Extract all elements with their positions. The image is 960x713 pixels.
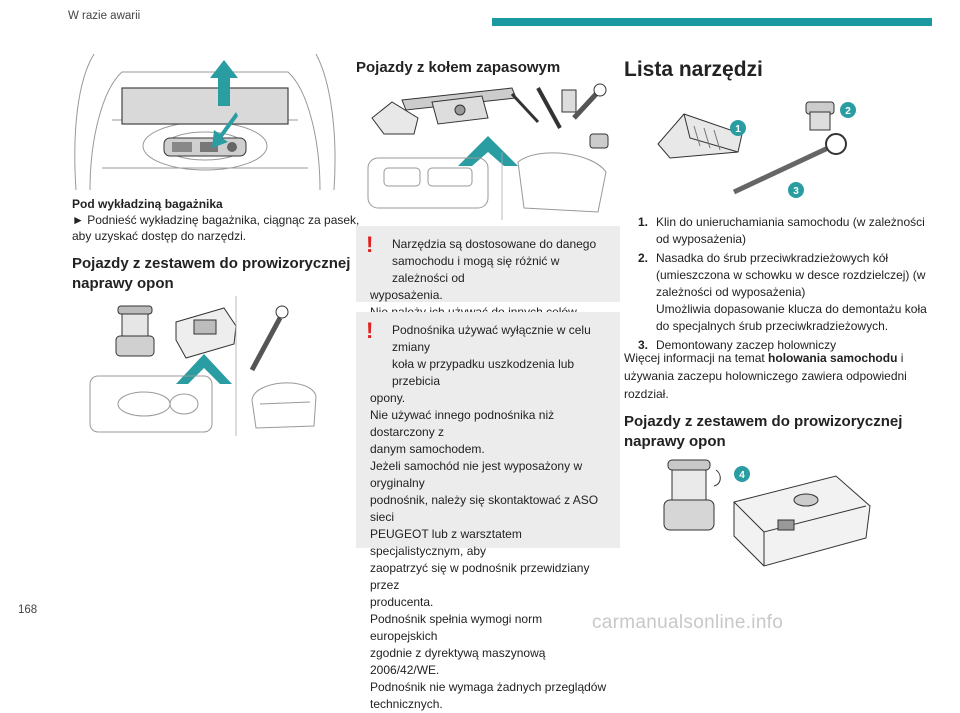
notice-line: zaopatrzyć się w podnośnik przewidziany … <box>370 561 590 592</box>
page-number: 168 <box>18 604 38 616</box>
list-item-number: 1. <box>638 215 649 229</box>
trunk-caption-line1: ► Podnieść wykładzinę bagażnika, ciągnąc… <box>72 213 360 227</box>
list-item-text: Nasadka do śrub przeciwkradzieżowych kół <box>656 251 889 265</box>
list-item-text: od wyposażenia) <box>656 232 747 246</box>
notice-line: podnośnik, należy się skontaktować z ASO… <box>370 493 599 524</box>
towing-info-text: i <box>897 351 904 365</box>
trunk-caption-line2: aby uzyskać dostęp do narzędzi. <box>72 229 247 243</box>
list-item-number: 3. <box>638 338 649 352</box>
notice-line: PEUGEOT lub z warsztatem specjalistyczny… <box>370 527 522 558</box>
callout-4: 4 <box>739 470 745 481</box>
tools-list: 1. Klin do unieruchamiania samochodu (w … <box>638 214 928 356</box>
list-item-text: Demontowany zaczep holowniczy <box>656 338 837 352</box>
spare-wheel-tools-illustration <box>362 82 612 222</box>
repair-kit-callout-illustration: 4 <box>660 454 880 584</box>
list-item-text: (umieszczona w schowku w desce rozdzielc… <box>656 268 926 282</box>
trunk-caption-title: Pod wykładziną bagażnika <box>72 197 223 211</box>
notice-line: zgodnie z dyrektywą maszynową 2006/42/WE… <box>370 646 546 677</box>
notice-line: technicznych. <box>370 697 443 711</box>
towing-info-text: Więcej informacji na temat <box>624 351 769 365</box>
towing-info-line3: rozdział. <box>624 387 669 401</box>
callout-2: 2 <box>845 106 851 117</box>
notice-line: samochodu i mogą się różnić w zależności… <box>392 254 560 285</box>
list-item: 3. Demontowany zaczep holowniczy <box>638 337 928 354</box>
notice-line: Podnośnika używać wyłącznie w celu zmian… <box>392 323 591 354</box>
list-item: 1. Klin do unieruchamiania samochodu (w … <box>638 214 928 248</box>
kit-heading-left-1: Pojazdy z zestawem do prowizorycznej <box>72 255 351 272</box>
notice-line: Jeżeli samochód nie jest wyposażony w or… <box>370 459 583 490</box>
kit-heading-right-2: naprawy opon <box>624 433 726 450</box>
notice-line: Narzędzia są dostosowane do danego <box>392 237 597 251</box>
tools-list-illustration: 1 2 3 <box>650 92 870 204</box>
callout-3: 3 <box>793 186 799 197</box>
list-item-text: Umożliwia dopasowanie klucza do demontaż… <box>656 302 927 316</box>
kit-heading-left-2: naprawy opon <box>72 275 174 292</box>
notice-jack: ! Podnośnika używać wyłącznie w celu zmi… <box>356 312 620 711</box>
notice-line: Podnośnik nie wymaga żadnych przeglądów <box>370 680 607 694</box>
list-item-text: do specjalnych śrub przeciwkradzieżowych… <box>656 319 889 333</box>
notice-line: Nie używać innego podnośnika niż dostarc… <box>370 408 555 439</box>
towing-info-line1: Więcej informacji na temat holowania sam… <box>624 350 924 367</box>
section-header: W razie awarii <box>68 10 141 22</box>
spare-wheel-heading: Pojazdy z kołem zapasowym <box>356 59 561 76</box>
list-item-text: Klin do unieruchamiania samochodu (w zal… <box>656 215 925 229</box>
warning-exclamation-icon: ! <box>366 318 374 343</box>
towing-link-text: holowania samochodu <box>768 351 898 365</box>
kit-heading-right-1: Pojazdy z zestawem do prowizorycznej <box>624 413 903 430</box>
notice-line: producenta. <box>370 595 434 609</box>
notice-line: wyposażenia. <box>370 288 443 302</box>
callout-1: 1 <box>735 124 741 135</box>
towing-info-line2: używania zaczepu holowniczego zawiera od… <box>624 369 907 383</box>
notice-line: opony. <box>370 391 406 405</box>
notice-line: koła w przypadku uszkodzenia lub przebic… <box>392 357 575 388</box>
list-item: 2. Nasadka do śrub przeciwkradzieżowych … <box>638 250 928 335</box>
list-item-text: zależności od wyposażenia) <box>656 285 806 299</box>
notice-tools: ! Narzędzia są dostosowane do danego sam… <box>356 226 620 319</box>
header-accent-bar <box>492 18 932 26</box>
trunk-illustration <box>72 50 338 192</box>
watermark: carmanualsonline.info <box>592 612 784 633</box>
tools-list-title: Lista narzędzi <box>624 58 763 81</box>
list-item-number: 2. <box>638 251 649 265</box>
repair-kit-illustration <box>84 296 324 442</box>
notice-line: danym samochodem. <box>370 442 485 456</box>
warning-exclamation-icon: ! <box>366 232 374 257</box>
